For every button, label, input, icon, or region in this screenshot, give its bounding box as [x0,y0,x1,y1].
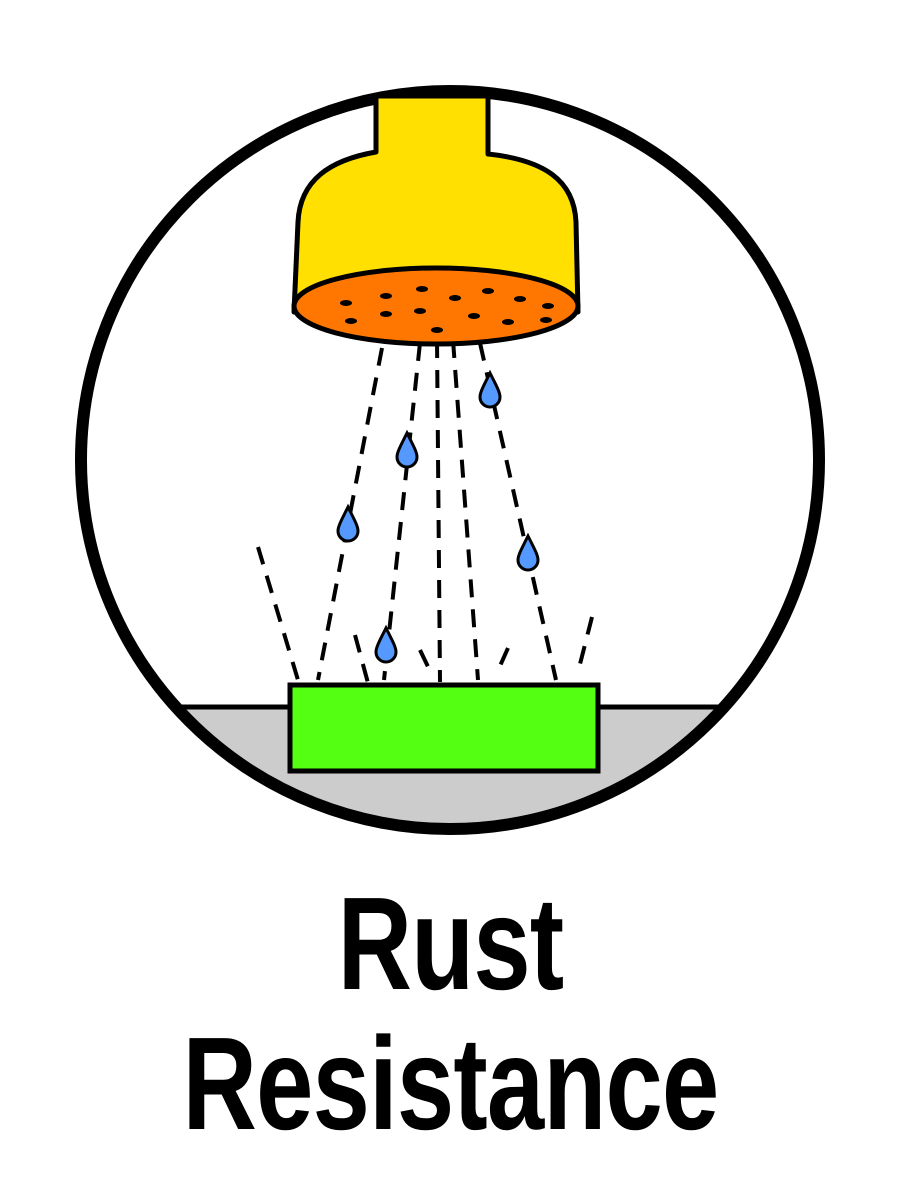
water-drop [516,532,540,572]
water-drop [374,624,398,664]
outer-circle-frame [75,85,825,835]
rust-resistance-icon [75,85,825,835]
shower-head-icon [291,93,581,347]
caption-line-resistance: Resistance [182,1010,720,1157]
water-drops [336,369,540,664]
water-drop [478,369,502,409]
water-spray-lines [256,339,594,684]
metal-block [287,682,601,774]
water-drop [395,429,419,469]
shower-nozzles [340,286,554,333]
shower-head-face [291,265,581,347]
water-drop [336,503,360,543]
caption-line-rust: Rust [337,870,564,1017]
